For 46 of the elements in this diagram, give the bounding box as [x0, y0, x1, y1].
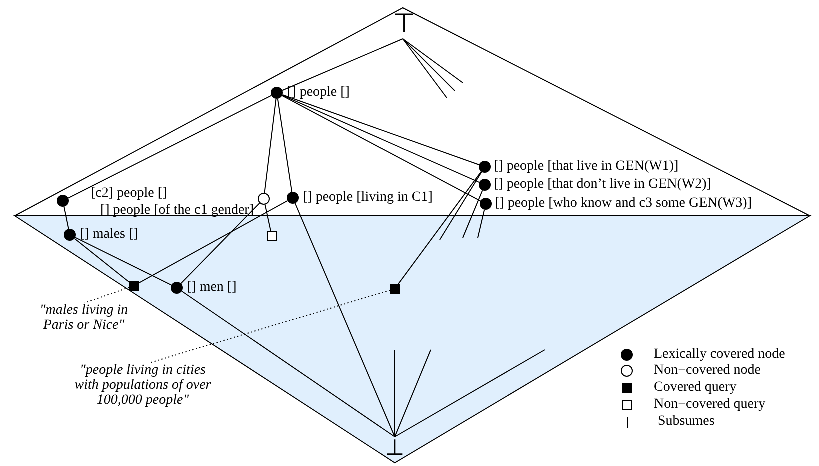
- node-label: [] people [who know and c3 some GEN(W3)]: [495, 197, 752, 211]
- legend-label: Non−covered node: [654, 363, 762, 379]
- open-square-marker: [267, 231, 277, 241]
- node-label: [] males []: [80, 228, 138, 242]
- connector-line: [180, 202, 260, 284]
- connector-line: [264, 204, 272, 232]
- connector-line: [402, 38, 456, 92]
- connector-line: [74, 238, 131, 284]
- node-label: [c2] people []: [91, 187, 168, 201]
- connector-line: [74, 237, 172, 286]
- connector-line: [294, 203, 396, 438]
- connector-line: [277, 98, 293, 193]
- lattice-symbol: ⊥: [385, 437, 405, 461]
- node-label: [] men []: [187, 281, 237, 295]
- connector-line: [394, 350, 546, 438]
- legend-label: Non−covered query: [654, 397, 766, 413]
- connector-line: [402, 38, 464, 84]
- node-label: [] people [living in C1]: [303, 191, 433, 205]
- lattice-symbol: ⊤: [393, 9, 413, 39]
- connector-line: [402, 38, 448, 98]
- leader-line: [150, 290, 391, 364]
- connector-line: [68, 95, 272, 199]
- connector-line: [282, 94, 480, 166]
- connector-line: [64, 206, 70, 230]
- connector-line: [282, 38, 404, 92]
- legend-label: Lexically covered node: [654, 347, 786, 363]
- connector-line: [394, 350, 396, 438]
- connector-line: [394, 350, 432, 438]
- connector-line: [462, 190, 484, 238]
- query-quote: "people living in cities with populations of over 100,000 people": [68, 363, 218, 408]
- leader-line: [84, 287, 130, 304]
- connector-line: [478, 209, 486, 238]
- legend-label: Covered query: [654, 380, 737, 396]
- legend-label: Subsumes: [658, 414, 715, 430]
- connector-line: [397, 171, 482, 286]
- node-label: [] people [that live in GEN(W1)]: [494, 160, 679, 174]
- filled-square-marker: [390, 284, 400, 294]
- connector-line: [181, 290, 396, 438]
- connector-line: [138, 200, 288, 284]
- connector-line: [282, 95, 482, 202]
- connector-line: [264, 98, 277, 194]
- filled-square-marker: [129, 281, 139, 291]
- connector-line: [440, 172, 482, 240]
- query-quote: "males living in Paris or Nice": [32, 303, 136, 333]
- connector-line: [282, 94, 480, 184]
- node-label: [] people [that don’t live in GEN(W2)]: [494, 178, 712, 192]
